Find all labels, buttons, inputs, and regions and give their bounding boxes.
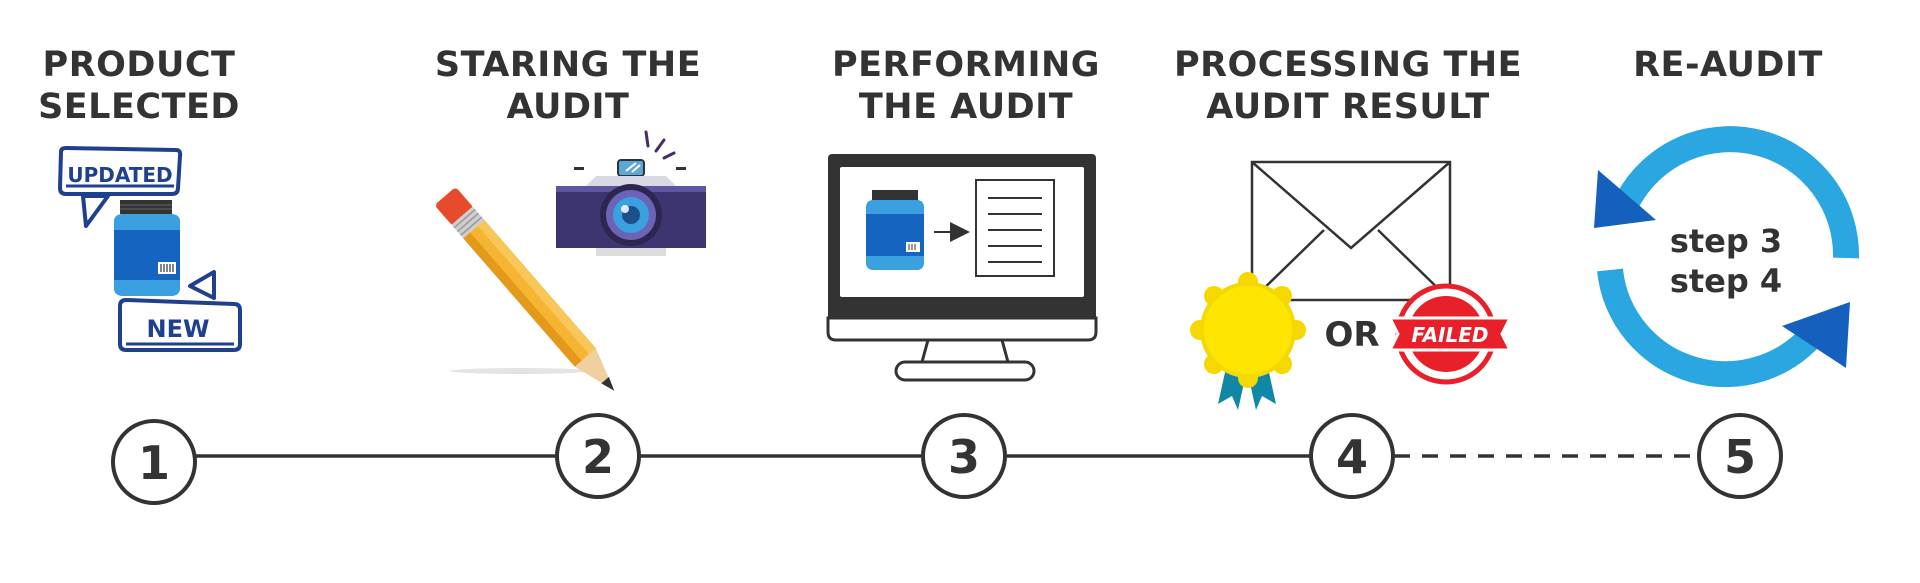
svg-text:5: 5 [1724,430,1756,484]
camera-icon [556,130,706,259]
envelope-icon [1250,160,1452,302]
cycle-arrows-icon: step 3 step 4 [1594,126,1860,388]
step-4-title: PROCESSING THE AUDIT RESULT [1173,45,1523,127]
step-3-marker: 3 [921,413,1007,499]
step-4-marker: 4 [1309,413,1395,499]
svg-text:UPDATED: UPDATED [67,163,172,187]
svg-text:4: 4 [1336,430,1368,484]
cycle-step-4-label: step 4 [1670,262,1782,300]
monitor-icon [826,154,1098,382]
step-1-title: PRODUCT SELECTED [38,45,240,127]
updated-tag: UPDATED [57,145,183,228]
new-tag: NEW [118,270,242,352]
step-1-marker: 1 [111,419,197,505]
svg-text:FAILED: FAILED [1411,323,1488,347]
step-5-marker: 5 [1697,413,1783,499]
step-5-title: RE-AUDIT [1633,45,1823,85]
jar [114,200,180,296]
new-product-jar-icon: UPDATED NEW [57,145,242,352]
document-icon [975,179,1055,277]
failed-stamp-icon: FAILED [1387,283,1513,385]
svg-text:3: 3 [948,430,980,484]
pencil-icon [436,188,615,391]
or-label: OR [1324,315,1379,355]
svg-text:2: 2 [582,430,614,484]
svg-text:1: 1 [138,436,170,490]
svg-text:NEW: NEW [147,315,210,343]
timeline: 1 2 3 4 5 [111,413,1783,505]
step-2-marker: 2 [555,413,641,499]
screen-jar [866,190,924,270]
award-seal-icon [1190,272,1306,410]
step-3-title: PERFORMING THE AUDIT [832,45,1100,127]
step-2-title: STARING THE AUDIT [434,45,702,127]
cycle-step-3-label: step 3 [1670,222,1782,260]
